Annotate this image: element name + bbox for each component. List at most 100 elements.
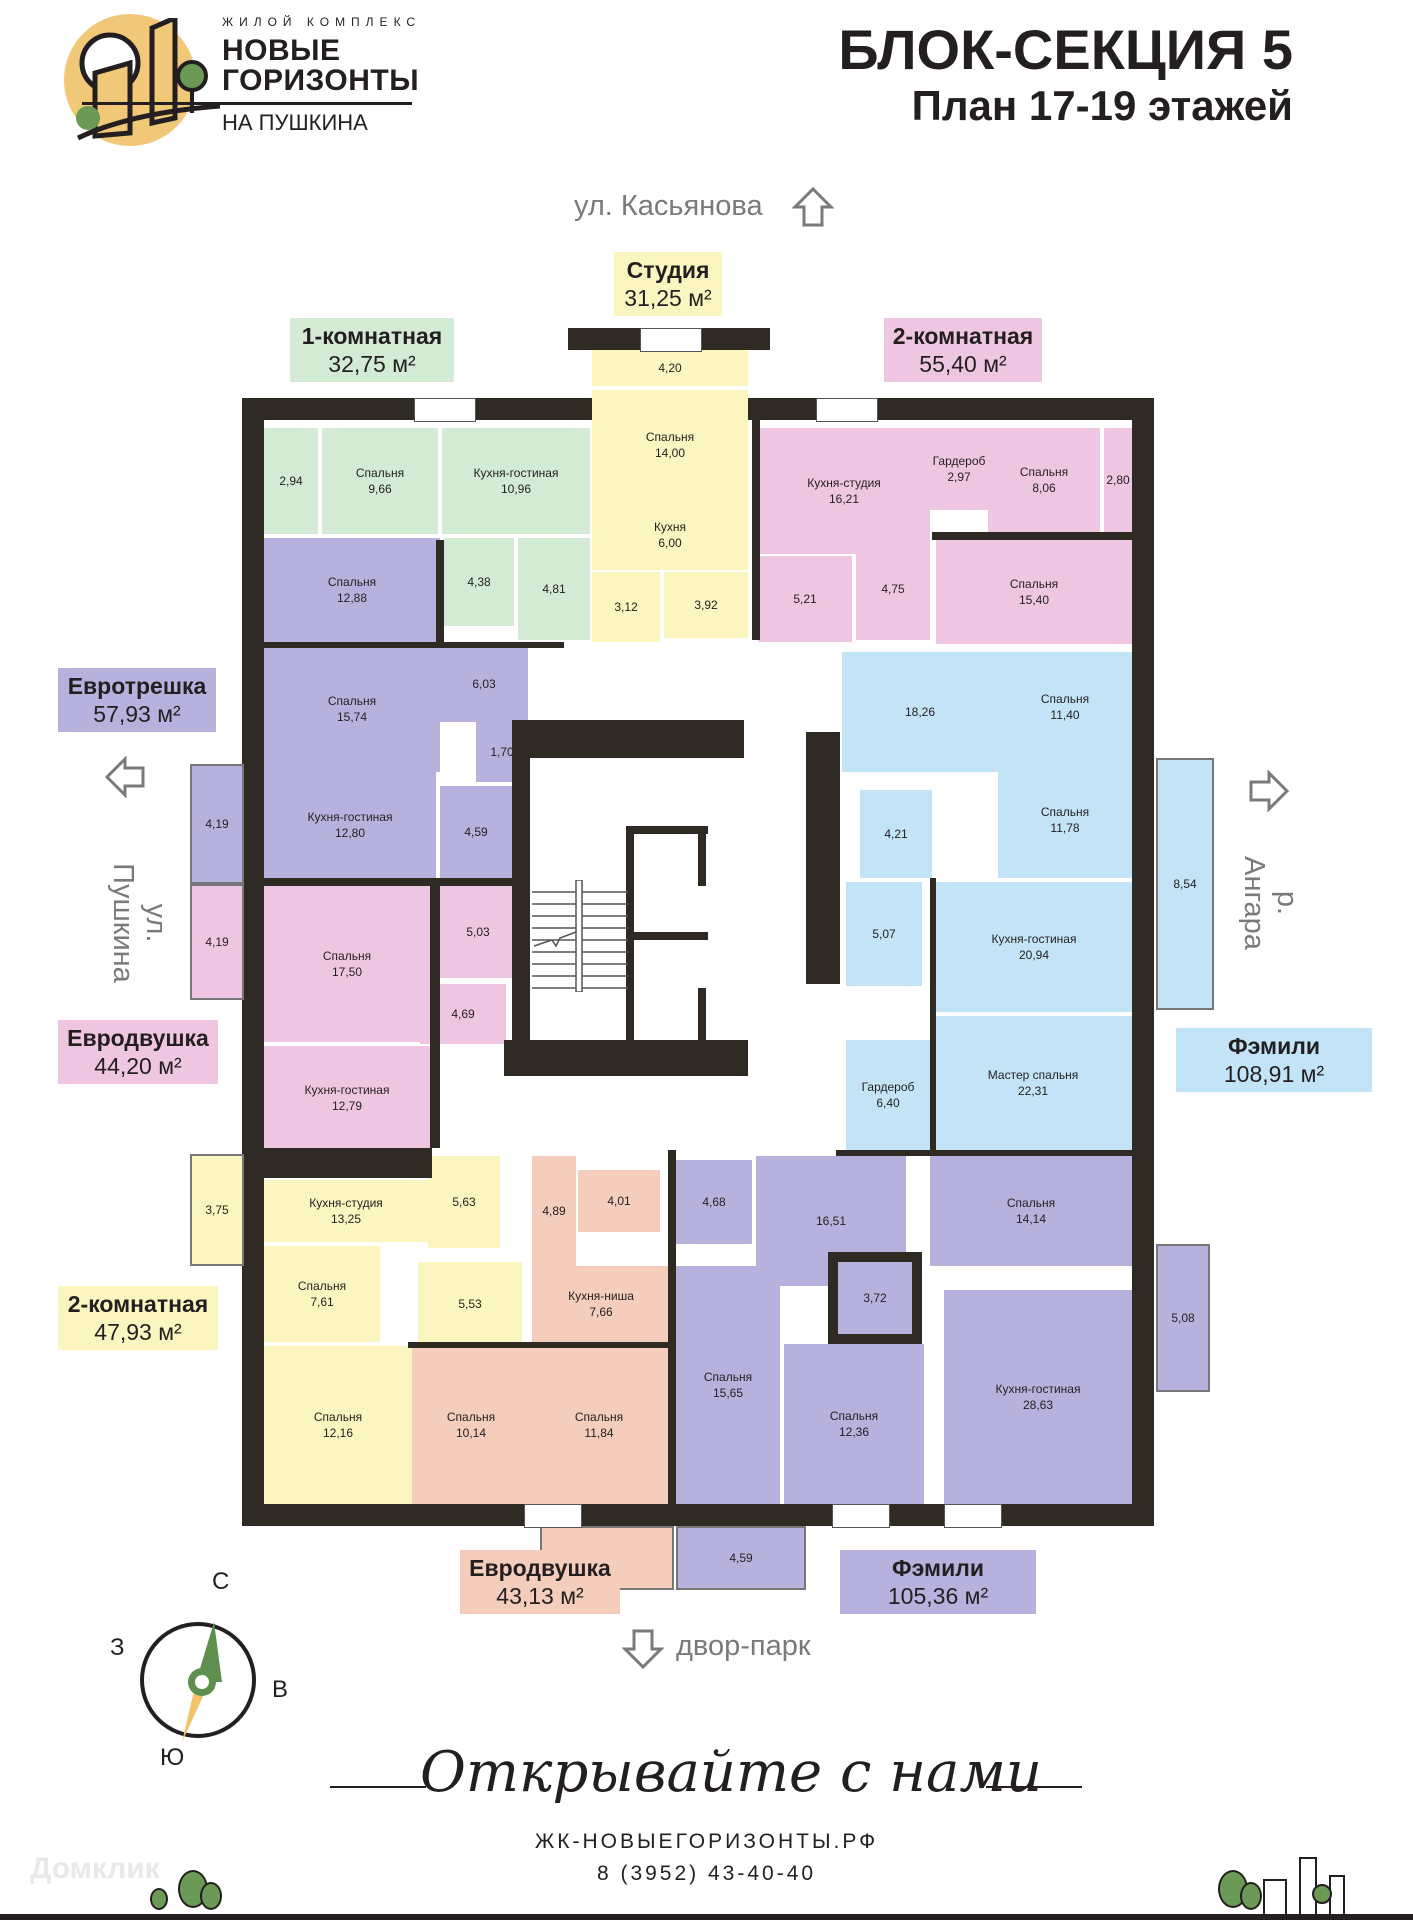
room-area: 4,75	[881, 582, 905, 596]
room-hallway[interactable]: 4,89	[532, 1156, 576, 1266]
room-area: 3,12	[614, 600, 638, 614]
wall-partition	[932, 532, 1132, 540]
phone-number[interactable]: 8 (3952) 43-40-40	[596, 1862, 817, 1885]
apartment-badge-euro2-44[interactable]: Евродвушка 44,20 м²	[58, 1020, 218, 1084]
room-bathroom[interactable]: 5,03	[440, 886, 516, 978]
apartment-badge-family-108[interactable]: Фэмили 108,91 м²	[1176, 1028, 1372, 1092]
room-area: 15,74	[336, 710, 368, 724]
window	[944, 1504, 1002, 1528]
room-area: 12,36	[838, 1425, 870, 1439]
apartment-badge-2room-55[interactable]: 2-комнатная 55,40 м²	[884, 318, 1042, 382]
stairs-icon	[532, 880, 628, 992]
room-area: 4,19	[205, 817, 229, 831]
wall-partition	[836, 1150, 1132, 1156]
apartment-badge-2room-47[interactable]: 2-комнатная 47,93 м²	[58, 1286, 218, 1350]
room-hallway[interactable]: 18,26	[842, 652, 998, 772]
room-bathroom[interactable]: 4,68	[676, 1160, 752, 1244]
apartment-area: 57,93 м²	[93, 701, 181, 727]
wall-partition	[436, 540, 444, 644]
apartment-badge-1room[interactable]: 1-комнатная 32,75 м²	[290, 318, 454, 382]
room-name: Гардероб	[861, 1080, 915, 1094]
room-hallway[interactable]: 4,81	[518, 538, 590, 640]
room-bathroom[interactable]: 4,01	[578, 1170, 660, 1232]
room-balcony[interactable]: 3,75	[190, 1154, 244, 1266]
arrow-right-icon	[1249, 770, 1290, 812]
room-area: 6,40	[876, 1096, 900, 1110]
room-balcony[interactable]: 4,19	[190, 764, 244, 884]
room-name: Спальня	[574, 1410, 624, 1424]
room-hallway[interactable]: 6,03	[440, 646, 528, 722]
room-area: 12,79	[331, 1099, 363, 1113]
apartment-badge-studio[interactable]: Студия 31,25 м²	[614, 252, 722, 316]
room-area: 15,65	[712, 1386, 744, 1400]
room-name: Кухня-гостиная	[991, 932, 1077, 946]
room-balcony[interactable]: 4,19	[190, 884, 244, 1000]
lift-wall	[626, 826, 708, 834]
logo-buildings-icon	[76, 18, 220, 141]
room-area: 11,84	[584, 1426, 614, 1440]
room-bathroom[interactable]: 4,75	[856, 538, 930, 640]
room-balcony[interactable]: 4,20	[592, 350, 748, 386]
wall-partition	[752, 420, 760, 640]
room-balcony[interactable]: 2,94	[264, 428, 318, 534]
room-balcony[interactable]: 8,54	[1156, 758, 1214, 1010]
room-bathroom[interactable]: 4,21	[860, 790, 932, 878]
room-balcony[interactable]: 4,59	[676, 1526, 806, 1590]
room-hallway[interactable]: 3,12	[592, 572, 660, 642]
room-wardrobe[interactable]: Гардероб 6,40	[846, 1040, 930, 1150]
room-balcony[interactable]: 2,80	[1104, 428, 1132, 532]
wall-partition	[430, 886, 440, 1148]
room-toilet[interactable]: 3,72	[828, 1252, 922, 1344]
room-bedroom[interactable]: Спальня 11,84	[530, 1346, 668, 1504]
room-bathroom[interactable]: 5,07	[846, 882, 922, 986]
room-hallway[interactable]: 5,63	[428, 1156, 500, 1248]
room-name: Спальня	[1040, 692, 1090, 706]
wall-partition	[264, 878, 512, 886]
arrow-left-icon	[104, 756, 145, 798]
apartment-badge-euro2-43[interactable]: Евродвушка 43,13 м²	[460, 1550, 620, 1614]
room-bathroom[interactable]: 4,59	[440, 786, 512, 878]
room-hallway[interactable]: 5,21	[758, 556, 852, 642]
website-link[interactable]: ЖК-НОВЫЕГОРИЗОНТЫ.РФ	[534, 1830, 879, 1853]
room-name: Спальня	[322, 949, 372, 963]
room-area: 4,89	[542, 1204, 566, 1218]
room-name: Спальня	[297, 1279, 347, 1293]
room-bathroom[interactable]: 5,53	[418, 1262, 522, 1346]
apartment-badge-euro3[interactable]: Евротрешка 57,93 м²	[58, 668, 216, 732]
room-area: 3,75	[205, 1203, 229, 1217]
apartment-badge-family-105[interactable]: Фэмили 105,36 м²	[840, 1550, 1036, 1614]
room-bathroom[interactable]: 4,38	[444, 538, 514, 626]
room-balcony[interactable]: 5,08	[1156, 1244, 1210, 1392]
room-area: 2,94	[279, 474, 303, 488]
city-skyline-icon	[1263, 1857, 1345, 1916]
room-area: 4,59	[464, 825, 488, 839]
room-name: Гардероб	[932, 454, 986, 468]
room-bathroom[interactable]: 3,92	[664, 572, 748, 638]
